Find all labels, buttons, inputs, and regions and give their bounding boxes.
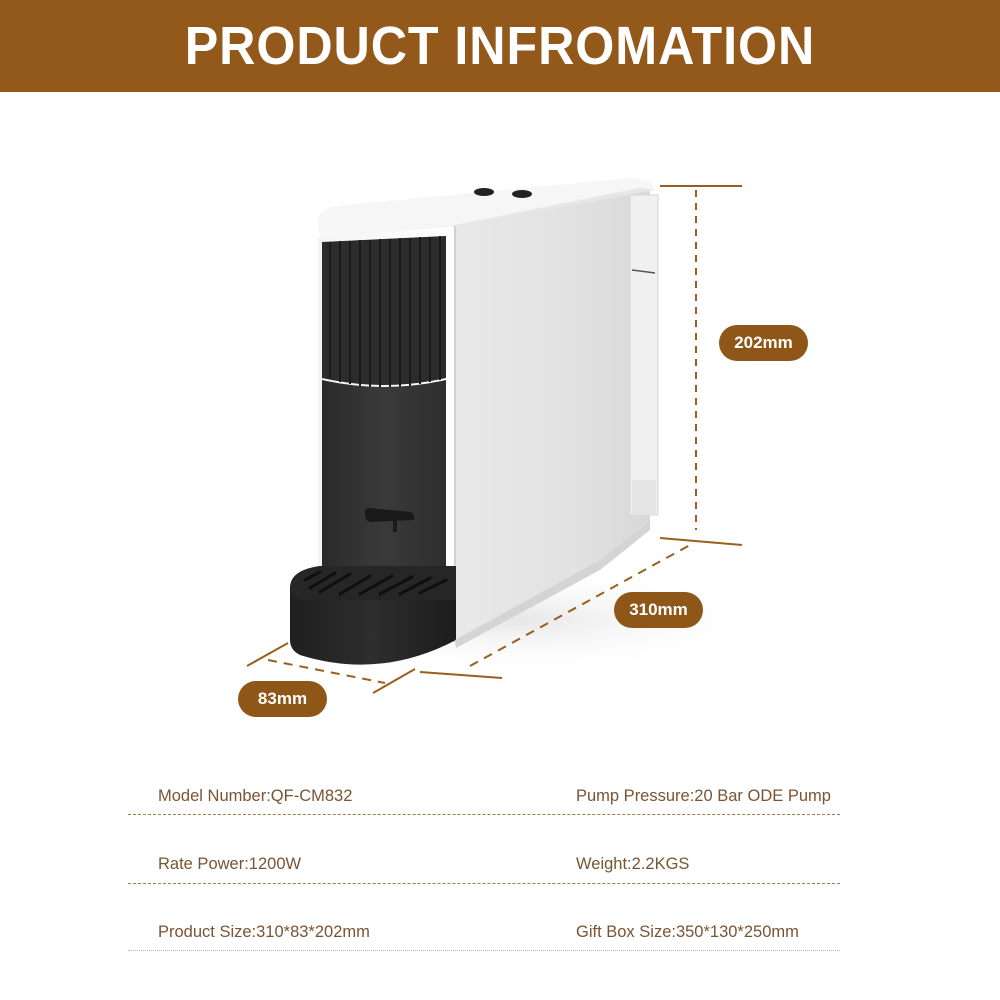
divider <box>128 883 840 884</box>
spec-model-number: Model Number:QF-CM832 <box>158 787 353 805</box>
spec-weight: Weight:2.2KGS <box>576 855 690 873</box>
spec-pump-pressure: Pump Pressure:20 Bar ODE Pump <box>576 787 831 805</box>
coffee-machine-image <box>246 178 780 694</box>
spec-product-size: Product Size:310*83*202mm <box>158 923 370 941</box>
divider <box>128 814 840 815</box>
product-illustration: 202mm 310mm 83mm <box>0 92 1000 772</box>
width-dimension-label: 83mm <box>238 681 327 717</box>
spec-table: Model Number:QF-CM832 Pump Pressure:20 B… <box>0 770 1000 1000</box>
header-banner: PRODUCT INFROMATION <box>0 0 1000 92</box>
height-dimension-label: 202mm <box>719 325 808 361</box>
page-title: PRODUCT INFROMATION <box>184 16 816 76</box>
spec-gift-box-size: Gift Box Size:350*130*250mm <box>576 923 799 941</box>
divider <box>128 950 840 951</box>
spec-rate-power: Rate Power:1200W <box>158 855 302 873</box>
length-dimension-label: 310mm <box>614 592 703 628</box>
